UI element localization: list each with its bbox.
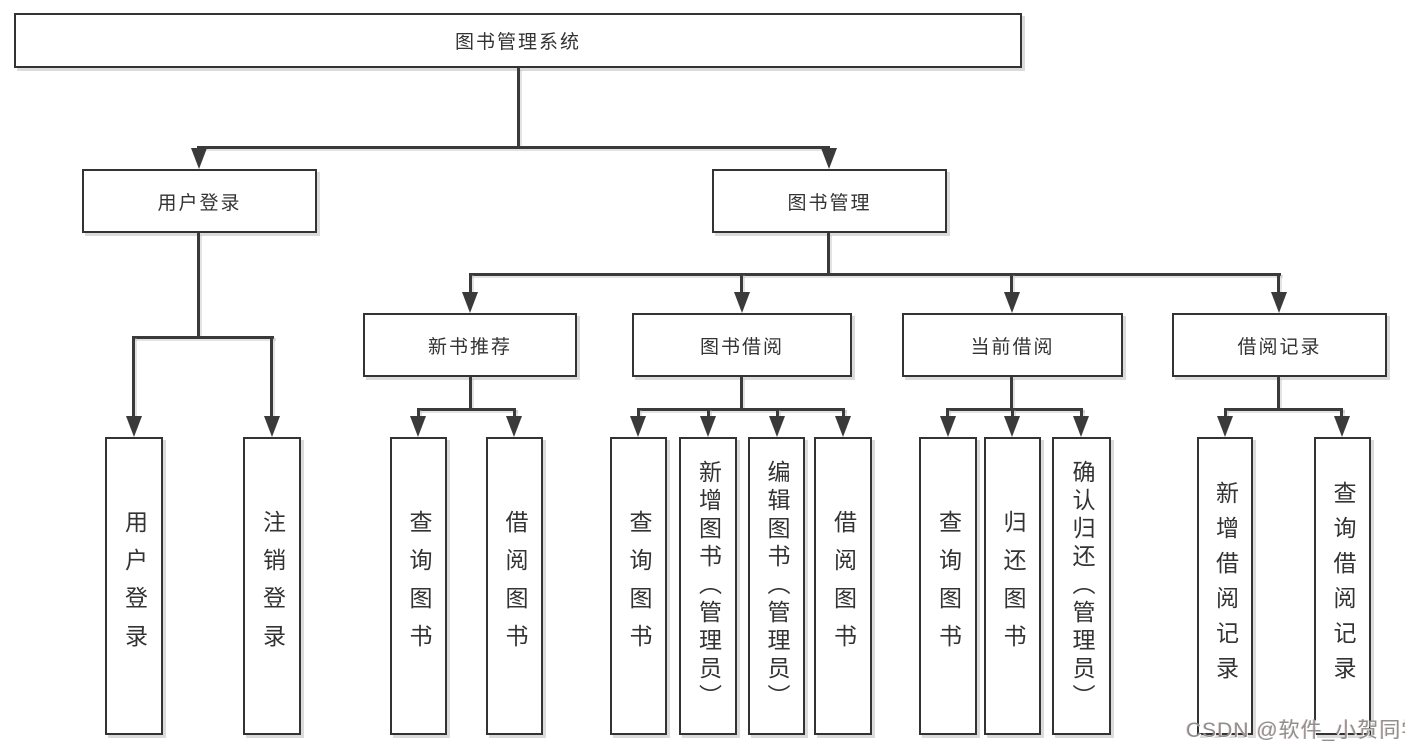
arrow-into-borrowing-records	[1271, 292, 1287, 313]
connector-root-stem	[517, 68, 520, 146]
arrow-into-book-borrowing	[734, 292, 750, 313]
arrow-into-leaf-logout	[264, 416, 280, 437]
arrow-into-leaf-user-login	[126, 416, 142, 437]
connector-book-borrow-stem	[740, 377, 743, 408]
node-current-borrowing: 当前借阅	[902, 313, 1123, 377]
arrow-into-leaf	[769, 416, 785, 437]
leaf-query-books: 查询图书	[610, 437, 667, 735]
leaf-query-books: 查询图书	[919, 437, 977, 735]
leaf-query-borrow-record: 查询借阅记录	[1314, 437, 1371, 735]
connector-leaf-stem	[1010, 273, 1013, 293]
arrow-into-leaf	[506, 416, 522, 437]
connector-new-book-stem	[469, 377, 472, 408]
node-library-system: 图书管理系统	[14, 13, 1022, 68]
connector-root-branch	[197, 146, 830, 149]
connector-records-branch	[1224, 408, 1343, 411]
leaf-add-borrow-record: 新增借阅记录	[1197, 437, 1253, 735]
arrow-into-leaf	[1073, 416, 1089, 437]
arrow-into-leaf	[410, 416, 426, 437]
connector-book-borrow-branch	[637, 408, 845, 411]
arrow-into-user-login	[191, 148, 207, 169]
connector-leaf-stem	[946, 408, 949, 418]
connector-leaf-stem	[1224, 408, 1227, 418]
arrow-into-leaf	[1004, 416, 1020, 437]
connector-leaf-stem	[842, 408, 845, 418]
leaf-borrow-books: 借阅图书	[814, 437, 872, 735]
leaf-confirm-return-admin: 确认归还（管理员）	[1052, 437, 1111, 735]
leaf-add-books-admin: 新增图书（管理员）	[679, 437, 737, 735]
arrow-into-leaf	[940, 416, 956, 437]
leaf-edit-books-admin: 编辑图书（管理员）	[748, 437, 805, 735]
arrow-into-leaf	[630, 416, 646, 437]
connector-leaf-stem	[132, 336, 135, 419]
arrow-into-leaf	[1217, 416, 1233, 437]
connector-leaf-stem	[1277, 273, 1280, 293]
node-borrowing-records: 借阅记录	[1172, 313, 1387, 377]
node-new-book-recommend: 新书推荐	[363, 313, 577, 377]
arrow-into-new-book-recommend	[462, 292, 478, 313]
csdn-watermark: CSDN @软件_小贺同学	[1186, 719, 1405, 742]
connector-leaf-stem	[776, 408, 779, 418]
connector-leaf-stem	[270, 336, 273, 419]
connector-leaf-stem	[417, 408, 420, 418]
arrow-into-leaf	[1334, 416, 1350, 437]
arrow-into-book-management	[821, 148, 837, 169]
leaf-query-books: 查询图书	[390, 437, 447, 735]
connector-book-mgmt-branch	[469, 273, 1281, 276]
connector-leaf-stem	[1340, 408, 1343, 418]
connector-leaf-stem	[1011, 408, 1014, 418]
connector-leaf-stem	[637, 408, 640, 418]
connector-book-mgmt-stem	[827, 233, 830, 273]
connector-leaf-stem	[469, 273, 472, 293]
connector-user-login-stem	[197, 233, 200, 336]
node-book-management: 图书管理	[712, 169, 947, 233]
connector-leaf-stem	[513, 408, 516, 418]
connector-leaf-stem	[740, 273, 743, 293]
leaf-borrow-books: 借阅图书	[486, 437, 543, 735]
leaf-logout: 注销登录	[243, 437, 301, 735]
arrow-into-leaf	[835, 416, 851, 437]
arrow-into-current-borrowing	[1004, 292, 1020, 313]
connector-current-borrow-stem	[1010, 377, 1013, 408]
node-book-borrowing: 图书借阅	[632, 313, 852, 377]
connector-new-book-branch	[417, 408, 516, 411]
connector-records-stem	[1277, 377, 1280, 408]
connector-leaf-stem	[707, 408, 710, 418]
connector-leaf-stem	[1080, 408, 1083, 418]
leaf-user-login: 用户登录	[105, 437, 163, 735]
connector-user-login-branch	[133, 336, 274, 339]
node-user-login: 用户登录	[82, 169, 317, 233]
connector-current-borrow-branch	[946, 408, 1083, 411]
arrow-into-leaf	[700, 416, 716, 437]
leaf-return-books: 归还图书	[984, 437, 1041, 735]
